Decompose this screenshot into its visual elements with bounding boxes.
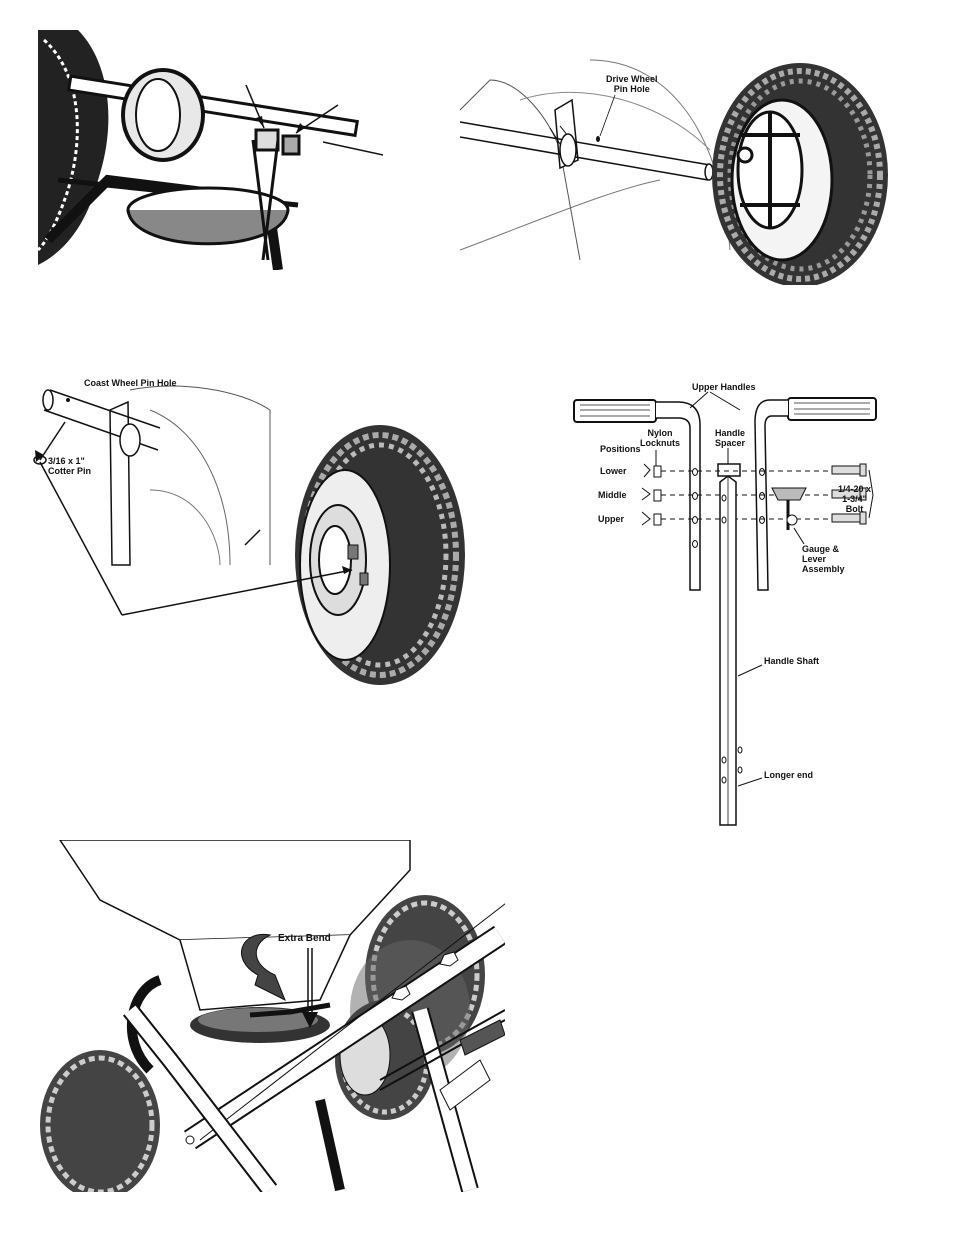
hopper-extra-bend-illustration: [40, 840, 505, 1192]
axle-hub-illustration: [38, 30, 384, 270]
extra-bend-label: Extra Bend: [278, 933, 331, 944]
handle-shaft-label: Handle Shaft: [764, 656, 820, 666]
coast-wheel-illustration: [33, 385, 465, 685]
handle-spacer-label: Handle Spacer: [715, 428, 746, 448]
figure-hopper-extra-bend: Extra Bend: [40, 840, 505, 1192]
lower-position-label: Lower: [600, 466, 627, 476]
bolt-label: 1/4-20 x 1-3/4" Bolt: [838, 484, 872, 514]
figure-coast-wheel: Coast Wheel Pin Hole 3/16 x 1" Cotter Pi…: [30, 370, 470, 690]
cotter-pin-label: 3/16 x 1" Cotter Pin: [48, 456, 92, 476]
middle-position-label: Middle: [598, 490, 627, 500]
nylon-locknuts-label: Nylon Locknuts: [640, 428, 681, 448]
upper-position-label: Upper: [598, 514, 625, 524]
longer-end-label: Longer end: [764, 770, 813, 780]
figure-drive-wheel: Drive Wheel Pin Hole: [460, 40, 900, 285]
upper-handles-label: Upper Handles: [692, 382, 756, 392]
drive-wheel-pin-hole-label: Drive Wheel Pin Hole: [606, 74, 658, 94]
positions-label: Positions: [600, 444, 641, 454]
coast-wheel-pin-hole-label: Coast Wheel Pin Hole: [84, 378, 177, 388]
handle-assembly-illustration: [573, 391, 877, 826]
drive-wheel-illustration: [460, 59, 888, 285]
gauge-lever-assembly-label: Gauge & Lever Assembly: [802, 544, 845, 574]
figure-axle-hub: [38, 30, 388, 270]
figure-handle-assembly: Upper Handles Nylon Locknuts Handle Spac…: [560, 380, 890, 835]
